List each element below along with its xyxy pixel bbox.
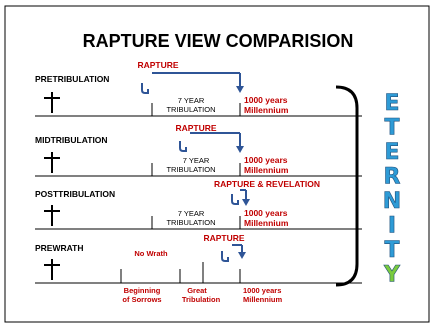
diagram-title: RAPTURE VIEW COMPARISION <box>83 31 354 51</box>
eternity-bracket <box>335 85 359 287</box>
cross-icon <box>44 152 60 173</box>
eternity-letter: Y <box>383 263 401 288</box>
years-label: 1000 years <box>244 155 288 165</box>
slide-border <box>4 5 430 323</box>
cross-icon <box>44 205 60 226</box>
millennium-label: Millennium <box>244 218 289 228</box>
row-label: PREWRATH <box>35 243 83 253</box>
rapture-label: RAPTURE <box>203 233 244 243</box>
rapture-arrow-icon <box>179 132 244 153</box>
tribulation-line2: TRIBULATION <box>166 105 215 114</box>
great-label: Great <box>187 286 207 295</box>
years-label: 1000 years <box>243 286 281 295</box>
tribulation-line1: 7 YEAR <box>178 96 205 105</box>
eternity-letter: I <box>388 214 396 239</box>
tribulation-line1: 7 YEAR <box>178 209 205 218</box>
eternity-letter: R <box>384 165 401 190</box>
rapture-label: RAPTURE <box>175 123 216 133</box>
eternity-letter: E <box>384 140 399 165</box>
row-pretribulation: PRETRIBULATION RAPTURE 7 YEAR TRIBULATIO… <box>35 60 362 117</box>
tribulation-line2: TRIBULATION <box>166 165 215 174</box>
rapture-label: RAPTURE <box>137 60 178 70</box>
eternity-letter: E <box>384 91 399 116</box>
rapture-label: RAPTURE & REVELATION <box>214 179 320 189</box>
tribulation-label: Tribulation <box>182 295 221 304</box>
of-sorrows-label: of Sorrows <box>122 295 161 304</box>
rapture-arrow-icon <box>231 189 250 206</box>
row-label: PRETRIBULATION <box>35 74 109 84</box>
rapture-arrow-icon <box>141 72 244 94</box>
millennium-label: Millennium <box>244 165 289 175</box>
cross-icon <box>44 259 60 280</box>
row-label: POSTTRIBULATION <box>35 189 115 199</box>
no-wrath-label: No Wrath <box>134 249 168 258</box>
tribulation-line2: TRIBULATION <box>166 218 215 227</box>
eternity-letter: T <box>384 116 399 141</box>
tribulation-line1: 7 YEAR <box>183 156 210 165</box>
millennium-label: Millennium <box>244 105 289 115</box>
years-label: 1000 years <box>244 208 288 218</box>
years-label: 1000 years <box>244 95 288 105</box>
row-prewrath: PREWRATH RAPTURE No Wrath Beginning of S… <box>35 233 362 304</box>
beginning-label: Beginning <box>124 286 161 295</box>
rapture-arrow-icon <box>221 244 246 262</box>
cross-icon <box>44 92 60 113</box>
row-midtribulation: MIDTRIBULATION RAPTURE 7 YEAR TRIBULATIO… <box>35 123 362 177</box>
eternity-letter: N <box>383 189 401 214</box>
row-posttribulation: POSTTRIBULATION RAPTURE & REVELATION 7 Y… <box>35 179 362 230</box>
row-label: MIDTRIBULATION <box>35 135 108 145</box>
millennium-label: Millennium <box>243 295 282 304</box>
eternity-letter: T <box>384 238 399 263</box>
